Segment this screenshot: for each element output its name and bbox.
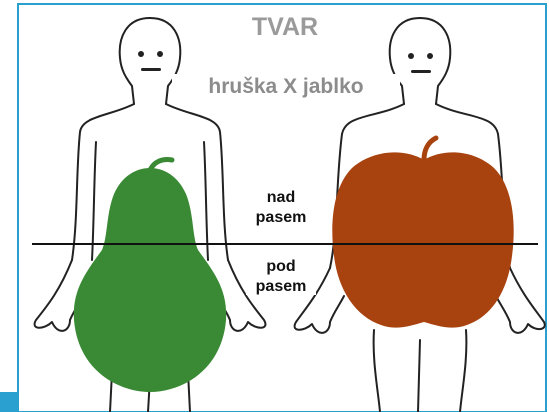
left-head-left: [120, 18, 150, 104]
frame-corner-accent: [0, 392, 18, 412]
zone-below-waist: pod pasem: [246, 259, 316, 295]
zone-below-line-1: pod: [246, 259, 316, 275]
right-leg-right: [460, 330, 466, 412]
zone-above-line-2: pasem: [246, 210, 316, 226]
diagram-subtitle: hruška X jablko: [172, 74, 400, 99]
left-eye-2: [157, 51, 163, 57]
right-leg-inner: [418, 340, 420, 412]
left-face: [138, 51, 163, 71]
right-face: [408, 53, 433, 73]
pear-stem: [150, 159, 172, 170]
right-head-right: [420, 18, 450, 104]
pear-shape: [74, 168, 226, 392]
left-torso-left: [92, 142, 96, 260]
diagram-title: TVAR: [232, 15, 338, 40]
right-leg-left: [374, 330, 380, 412]
right-mouth: [411, 70, 431, 73]
left-eye-1: [138, 51, 144, 57]
zone-below-line-2: pasem: [246, 279, 316, 295]
right-eye-1: [408, 53, 414, 59]
left-mouth: [141, 68, 161, 71]
apple-shape: [332, 152, 513, 327]
right-eye-2: [427, 53, 433, 59]
zone-above-line-1: nad: [246, 190, 316, 206]
zone-above-waist: nad pasem: [246, 190, 316, 226]
left-torso-right: [204, 142, 208, 260]
